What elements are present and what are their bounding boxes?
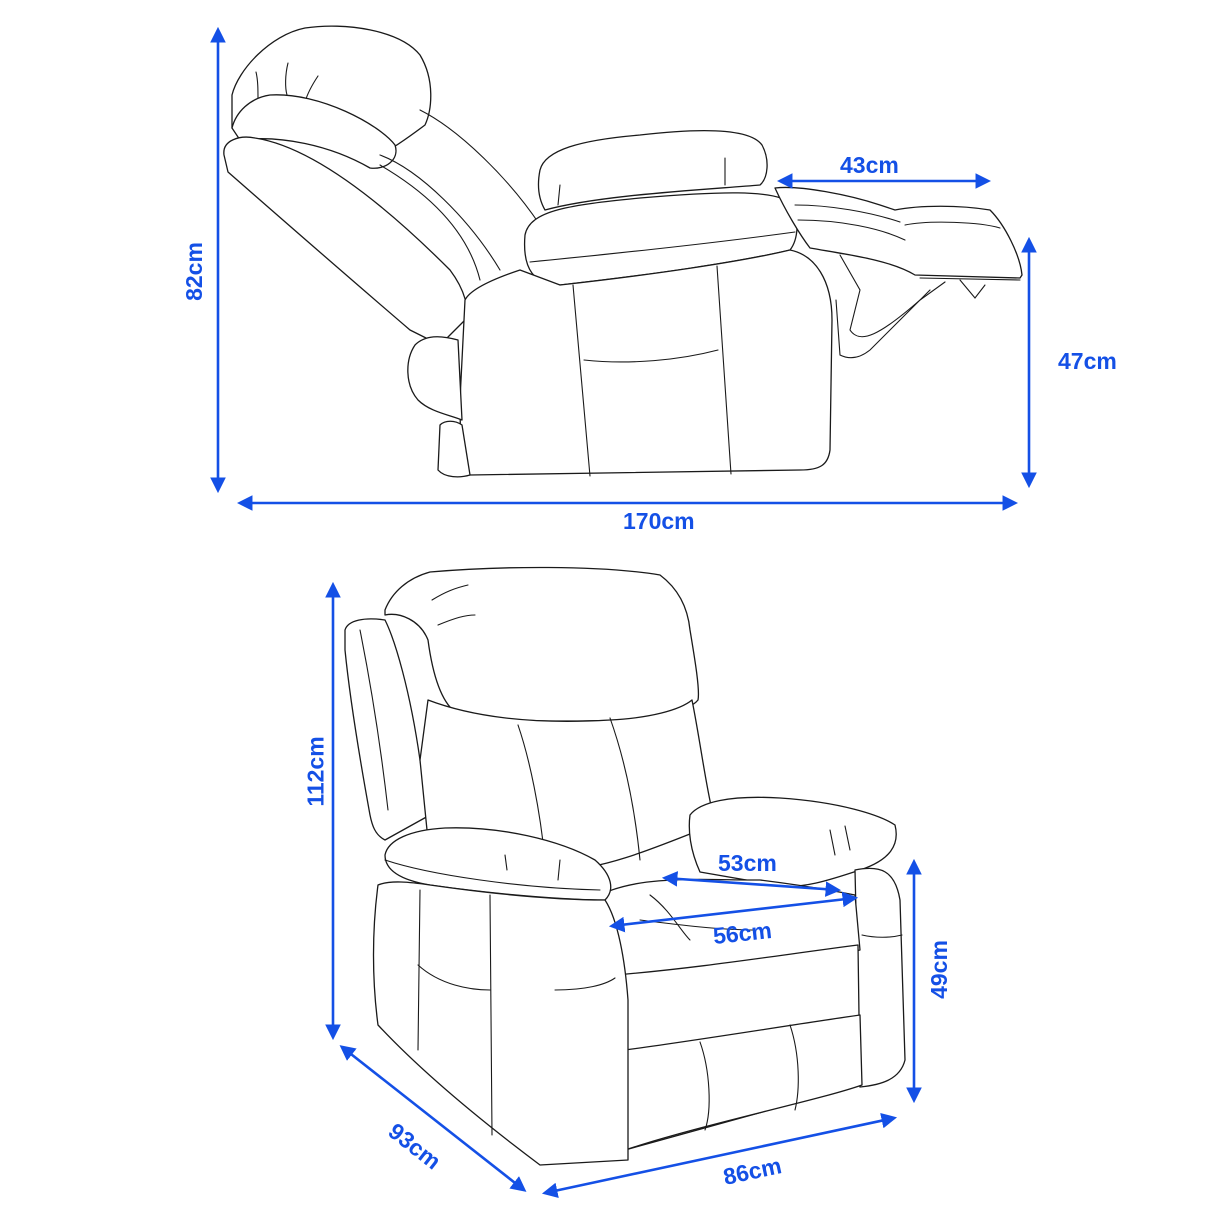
- front-height-label: 112cm: [302, 736, 329, 807]
- seat-depth-dimension-line: [661, 871, 842, 897]
- side-height-label: 82cm: [180, 242, 207, 301]
- footrest-length-label: 43cm: [840, 152, 899, 178]
- seat-depth-label: 53cm: [718, 850, 777, 876]
- width-dimension-line: [541, 1112, 898, 1199]
- seat-width-dimension-line: [608, 891, 859, 933]
- footrest-height-label: 47cm: [1058, 348, 1117, 374]
- side-length-label: 170cm: [623, 508, 695, 534]
- seat-height-label: 49cm: [925, 940, 952, 999]
- depth-dimension-line: [339, 1045, 527, 1192]
- seat-width-label: 56cm: [711, 916, 773, 950]
- side-view-chair: [223, 25, 1023, 478]
- front-view-chair: [345, 567, 906, 1166]
